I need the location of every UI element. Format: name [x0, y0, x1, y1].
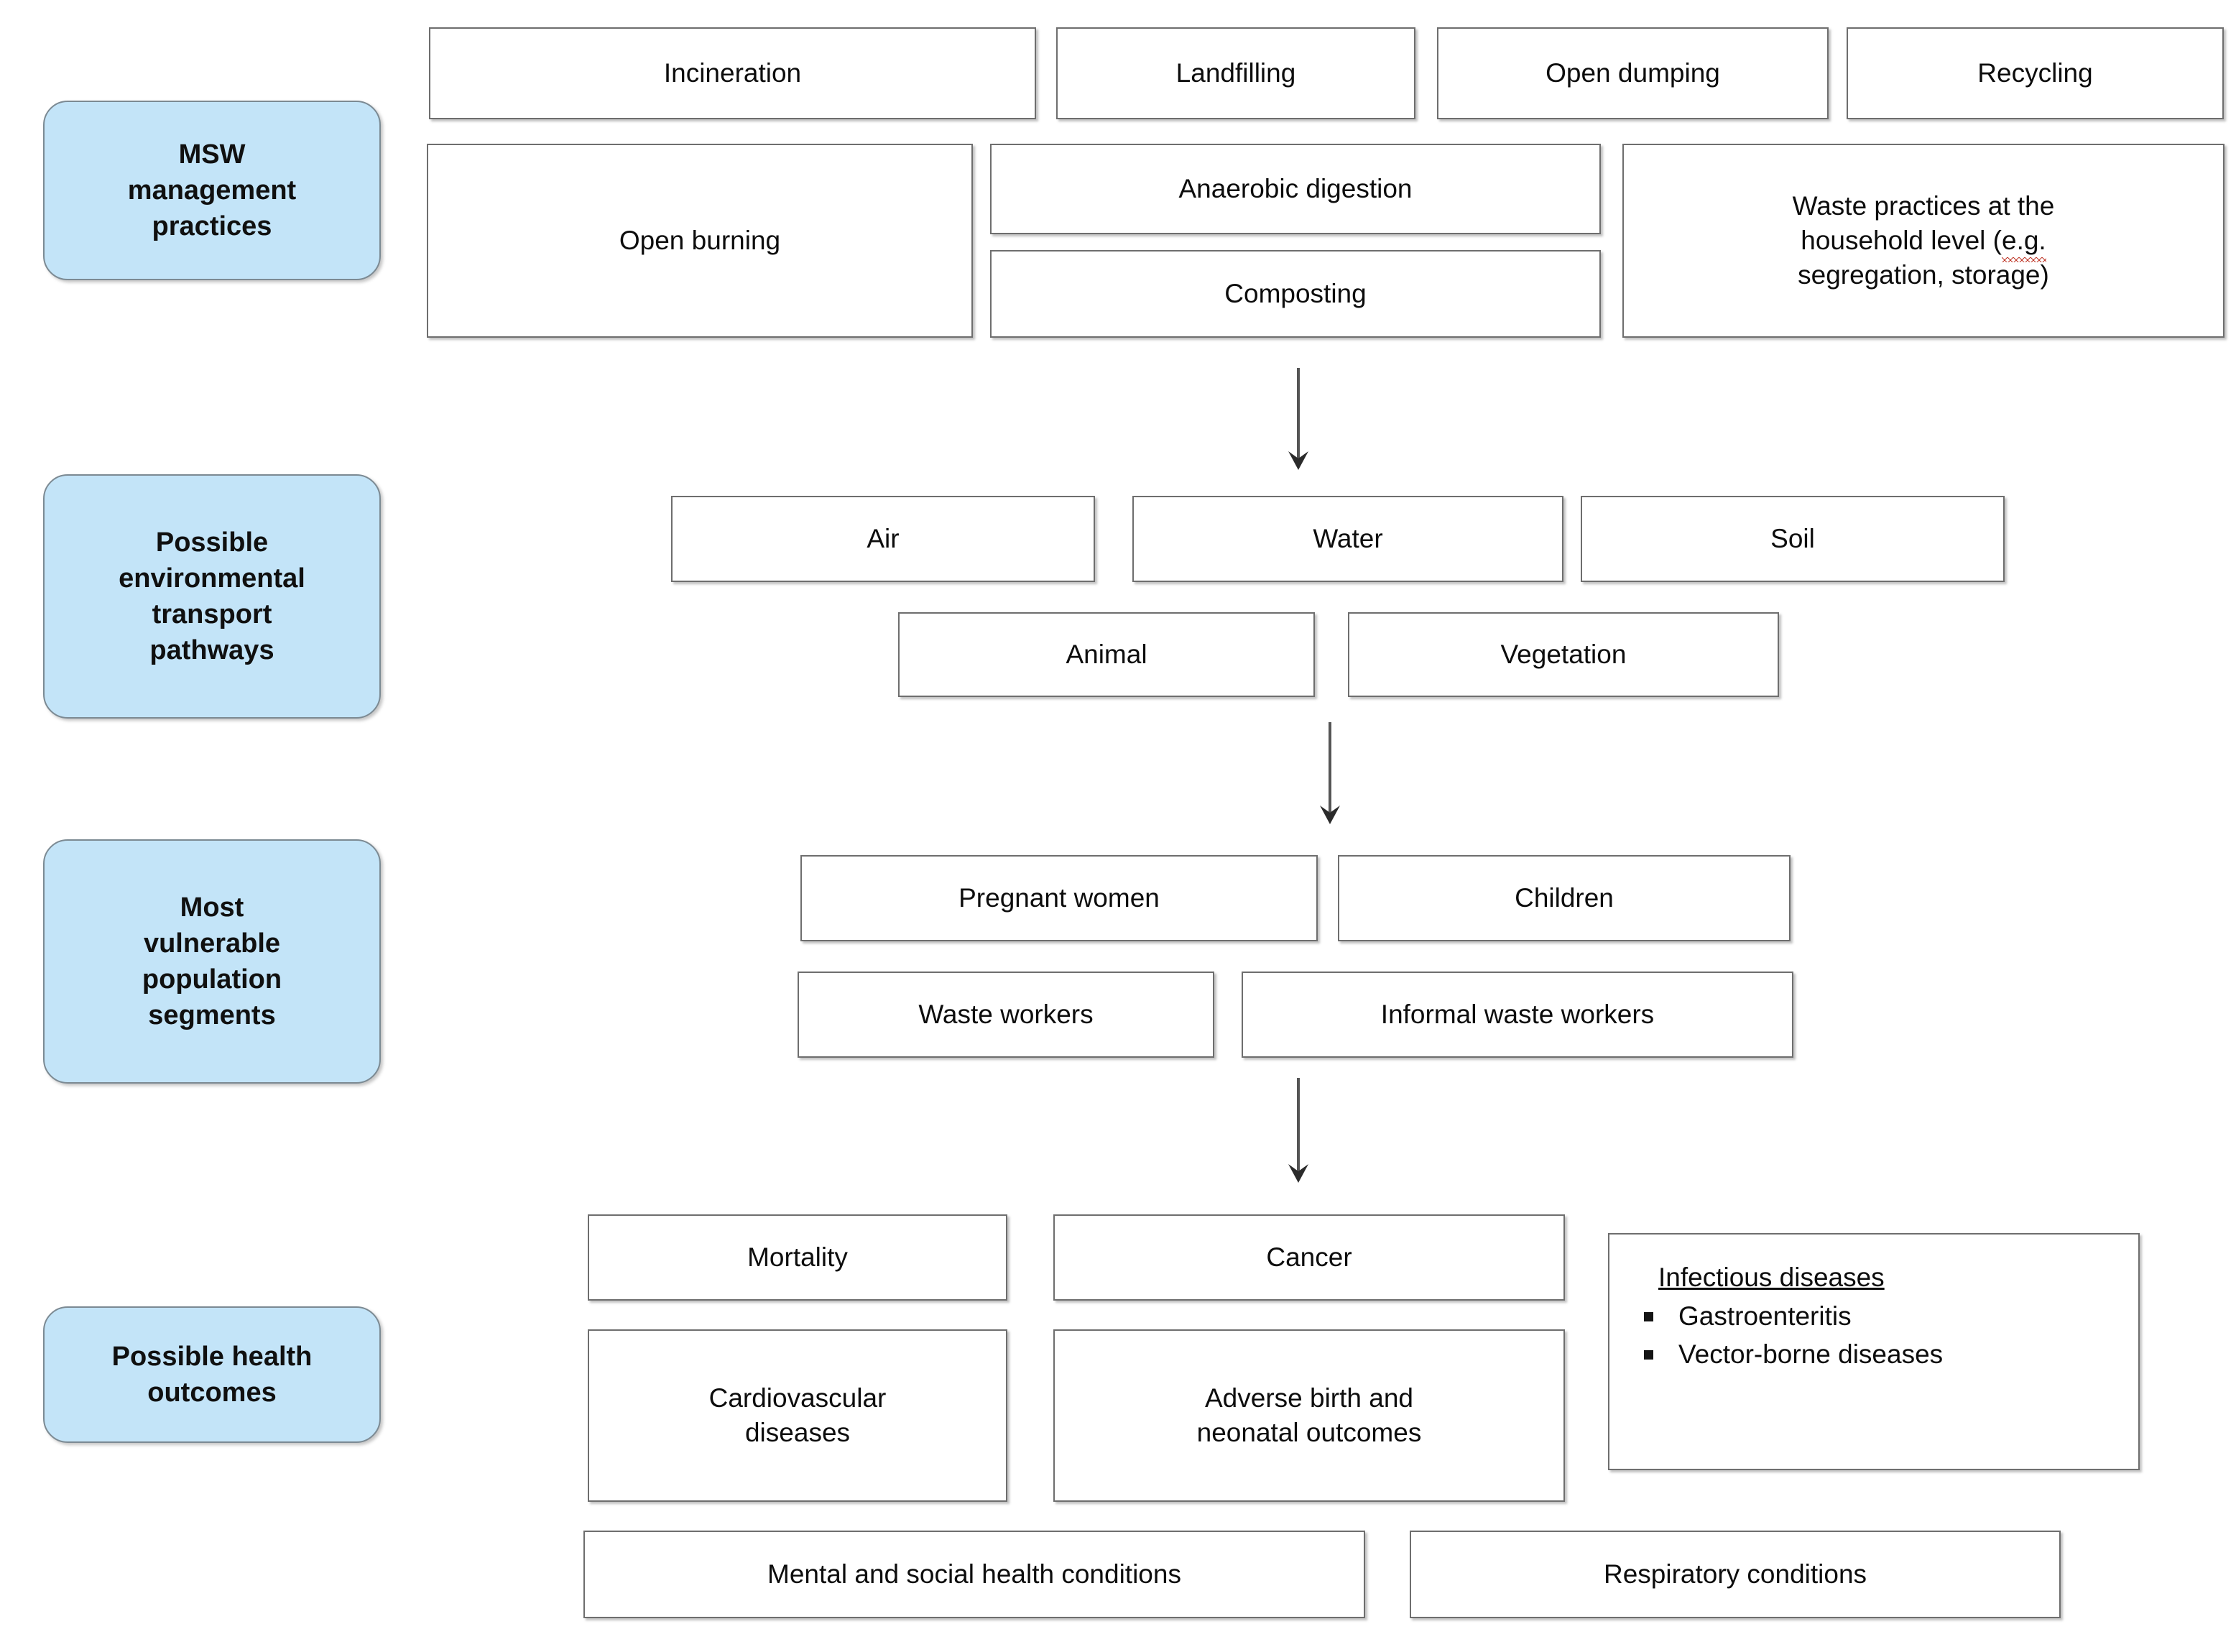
node-label: Anaerobic digestion — [1178, 173, 1413, 203]
arrow-practices-to-pathways — [1283, 368, 1313, 472]
node-label-line: segregation, storage) — [1798, 260, 2049, 290]
tier-label-line: segments — [148, 1000, 276, 1031]
node-open-burning[interactable]: Open burning — [427, 144, 973, 338]
tier-label-line: transport — [152, 599, 272, 629]
node-infectious-diseases[interactable]: Infectious diseases Gastroenteritis Vect… — [1608, 1233, 2140, 1470]
node-soil[interactable]: Soil — [1581, 496, 2005, 582]
node-label: Open dumping — [1546, 57, 1720, 88]
node-label: Pregnant women — [958, 882, 1160, 913]
node-informal-waste-workers[interactable]: Informal waste workers — [1242, 972, 1793, 1058]
tier-label-possible-health-outcomes: Possible health outcomes — [43, 1306, 381, 1443]
node-respiratory-conditions[interactable]: Respiratory conditions — [1410, 1531, 2061, 1618]
node-label: Waste workers — [918, 999, 1094, 1029]
tier-label-line: Possible — [155, 527, 269, 558]
node-waste-workers[interactable]: Waste workers — [798, 972, 1214, 1058]
list-item-label: Vector-borne diseases — [1678, 1339, 1944, 1369]
node-cardiovascular-diseases[interactable]: Cardiovascular diseases — [588, 1329, 1007, 1502]
node-label: Landfilling — [1175, 57, 1296, 88]
node-label-line: neonatal outcomes — [1196, 1418, 1422, 1447]
tier-label-most-vulnerable-population-segments: Most vulnerable population segments — [43, 839, 381, 1084]
node-pregnant-women[interactable]: Pregnant women — [800, 855, 1318, 941]
tier-label-line: Most — [180, 892, 244, 923]
node-label: Soil — [1770, 523, 1815, 553]
node-label: Vegetation — [1500, 639, 1627, 669]
node-adverse-birth-neonatal-outcomes[interactable]: Adverse birth and neonatal outcomes — [1053, 1329, 1565, 1502]
node-label-line: Cardiovascular — [708, 1383, 887, 1413]
list-item: Gastroenteritis — [1644, 1298, 2138, 1336]
node-mental-and-social-health-conditions[interactable]: Mental and social health conditions — [583, 1531, 1365, 1618]
node-label: Mortality — [747, 1242, 848, 1272]
node-label: Air — [867, 523, 900, 553]
node-incineration[interactable]: Incineration — [429, 27, 1036, 119]
node-label: Mental and social health conditions — [767, 1559, 1181, 1589]
node-vegetation[interactable]: Vegetation — [1348, 612, 1779, 697]
node-label: Respiratory conditions — [1603, 1559, 1867, 1589]
spellcheck-squiggle-eg: e.g. — [2002, 223, 2046, 263]
node-landfilling[interactable]: Landfilling — [1056, 27, 1415, 119]
tier-label-line: practices — [152, 211, 272, 242]
node-animal[interactable]: Animal — [898, 612, 1315, 697]
tier-label-line: environmental — [119, 563, 305, 594]
square-bullet-icon — [1644, 1312, 1653, 1322]
tier-label-line: pathways — [149, 635, 274, 666]
tier-label-possible-environmental-transport-pathways: Possible environmental transport pathway… — [43, 474, 381, 719]
node-anaerobic-digestion[interactable]: Anaerobic digestion — [990, 144, 1601, 234]
node-label: Cancer — [1266, 1242, 1352, 1272]
infectious-diseases-list: Gastroenteritis Vector-borne diseases — [1609, 1298, 2138, 1373]
node-label: Composting — [1224, 278, 1367, 308]
node-household-waste-practices[interactable]: Waste practices at the household level (… — [1622, 144, 2225, 338]
node-children[interactable]: Children — [1338, 855, 1791, 941]
infectious-diseases-title: Infectious diseases — [1658, 1263, 1885, 1292]
node-open-dumping[interactable]: Open dumping — [1437, 27, 1829, 119]
tier-label-line: population — [142, 964, 282, 995]
node-label: Incineration — [663, 57, 802, 88]
tier-label-line: outcomes — [147, 1378, 277, 1408]
node-label: Animal — [1066, 639, 1147, 669]
node-label-line: Adverse birth and — [1204, 1383, 1413, 1413]
node-label: Open burning — [619, 225, 781, 255]
node-label-line: Waste practices at the — [1792, 190, 2055, 221]
arrow-pathways-to-population — [1315, 722, 1345, 826]
node-mortality[interactable]: Mortality — [588, 1214, 1007, 1301]
node-label: Children — [1515, 882, 1614, 913]
list-item-label: Gastroenteritis — [1678, 1301, 1852, 1332]
node-label: Water — [1313, 523, 1383, 553]
node-cancer[interactable]: Cancer — [1053, 1214, 1565, 1301]
node-air[interactable]: Air — [671, 496, 1095, 582]
node-label: Recycling — [1977, 57, 2093, 88]
tier-label-line: Possible health — [111, 1341, 313, 1372]
node-recycling[interactable]: Recycling — [1847, 27, 2224, 119]
tier-label-msw-management-practices: MSW management practices — [43, 101, 381, 280]
tier-label-line: MSW — [178, 139, 246, 170]
arrow-population-to-outcomes — [1283, 1078, 1313, 1186]
square-bullet-icon — [1644, 1349, 1653, 1360]
node-label-line: household level ( — [1801, 225, 2002, 255]
tier-label-line: vulnerable — [143, 928, 281, 959]
list-item: Vector-borne diseases — [1644, 1336, 2138, 1374]
node-water[interactable]: Water — [1132, 496, 1563, 582]
tier-label-line: management — [127, 175, 297, 206]
node-composting[interactable]: Composting — [990, 250, 1601, 338]
node-label: Informal waste workers — [1380, 999, 1655, 1029]
node-label-line: diseases — [744, 1418, 851, 1447]
